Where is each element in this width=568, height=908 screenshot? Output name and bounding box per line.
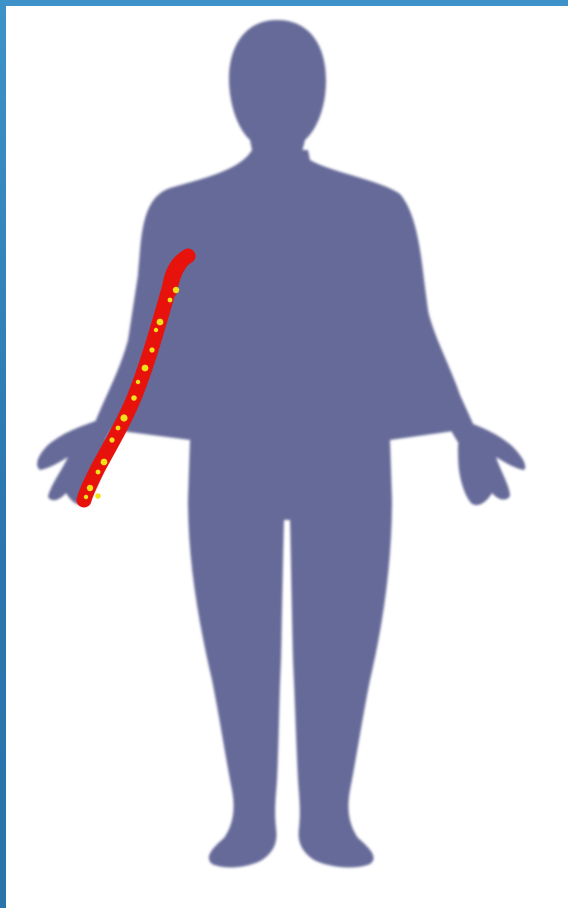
spot [120,414,127,421]
spot [157,319,164,326]
spot [84,495,88,499]
spot [136,380,140,384]
head [229,20,326,160]
body-diagram: [data-name="body-silhouette"] path { fil… [6,6,568,908]
spot [116,426,121,431]
spot [154,328,158,332]
spot [142,365,149,372]
hand-right-side [458,420,525,505]
spot [101,459,108,466]
spot [168,298,173,303]
spot [131,395,137,401]
spot [87,485,93,491]
spot [109,437,114,442]
spot [149,347,154,352]
spot [96,470,101,475]
spot [95,493,101,499]
diagram-panel: [data-name="body-silhouette"] path { fil… [6,6,568,908]
spot [173,287,179,293]
